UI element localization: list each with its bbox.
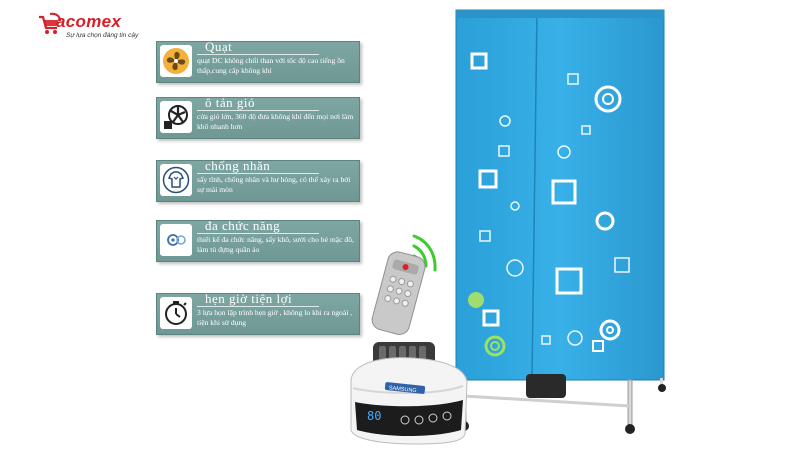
feature-description: 3 lựa họn lập trình hẹn giờ , không lo k… <box>197 308 353 327</box>
feature-card-timer: hẹn giờ tiện lợi 3 lựa họn lập trình hẹn… <box>156 291 360 335</box>
air-vent-icon <box>164 105 188 129</box>
brand-wordmark: acomex <box>56 12 122 31</box>
dryer-brand-label: SAMSUNG <box>389 385 417 394</box>
feature-card-multi-function: đa chức năng thiết kế đa chức năng, sấy … <box>156 218 360 262</box>
feature-description: sấy tĩnh, chống nhăn và hư hỏng, có thể … <box>197 175 351 194</box>
wardrobe-dryer-image <box>455 9 666 434</box>
feature-title: ô tản gió <box>205 95 255 110</box>
feature-card-anti-wrinkle: chống nhăn sấy tĩnh, chống nhăn và hư hỏ… <box>156 158 360 202</box>
multi-function-icon <box>167 234 186 246</box>
feature-description: cửa gió lớn, 360 độ đưa không khí đến mọ… <box>197 112 354 131</box>
shopping-cart-icon <box>39 12 61 34</box>
brand-logo: acomex Sự lựa chọn đáng tin cậy <box>36 12 166 42</box>
dryer-unit-image: SAMSUNG 80 <box>350 342 468 445</box>
remote-control-image <box>371 234 437 335</box>
feature-description: quạt DC không chổi than với tốc độ cao t… <box>197 56 345 75</box>
feature-card-air-vent: ô tản gió cửa gió lớn, 360 độ đưa không … <box>156 95 360 139</box>
feature-title: đa chức năng <box>205 218 281 233</box>
brand-tagline: Sự lựa chọn đáng tin cậy <box>66 32 139 39</box>
timer-icon <box>165 301 187 325</box>
feature-title: Quạt <box>205 39 233 54</box>
feature-title: chống nhăn <box>205 158 271 173</box>
fan-icon <box>163 48 189 74</box>
dryer-display: 80 <box>367 409 381 423</box>
feature-title: hẹn giờ tiện lợi <box>205 291 293 306</box>
feature-description: thiết kế đa chức năng, sấy khô, sưởi cho… <box>197 235 354 254</box>
feature-card-fan: Quạt quạt DC không chổi than với tốc độ … <box>156 39 360 83</box>
shirt-icon <box>162 166 190 194</box>
